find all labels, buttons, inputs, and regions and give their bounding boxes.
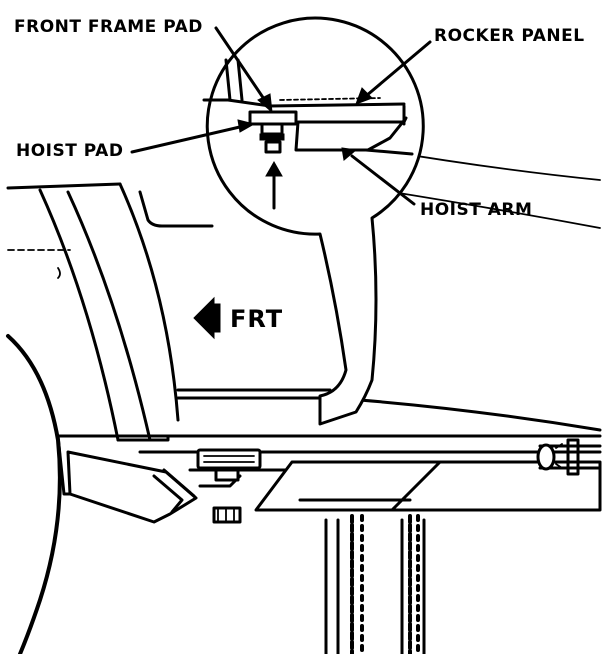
label-hoist-arm: HOIST ARM <box>420 200 533 220</box>
label-rocker-panel: ROCKER PANEL <box>434 26 585 46</box>
label-front-frame-pad: FRONT FRAME PAD <box>14 17 203 37</box>
vehicle-body <box>6 149 602 654</box>
label-hoist-pad: HOIST PAD <box>16 141 124 161</box>
front-direction-arrow-icon <box>193 296 221 340</box>
magnifier-callout <box>202 16 425 426</box>
leader-arrows <box>130 26 432 206</box>
label-frt: FRT <box>230 305 284 333</box>
